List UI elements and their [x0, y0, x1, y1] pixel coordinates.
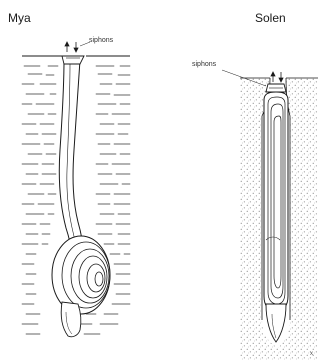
mya-title: Mya [8, 11, 31, 25]
solen-diagram [222, 70, 318, 360]
solen-siphon-arrows [271, 72, 283, 82]
mya-siphon-tube [59, 60, 84, 262]
mya-siphons-label: siphons [89, 37, 113, 44]
mya-foot [61, 302, 81, 337]
solen-title: Solen [255, 11, 286, 25]
solen-foot [266, 304, 286, 342]
corner-mark: x [310, 351, 313, 357]
mya-siphon-arrows [65, 42, 78, 52]
mya-diagram [22, 42, 130, 337]
solen-siphons-label: siphons [192, 61, 216, 68]
solen-shell [264, 92, 288, 310]
mya-shell [52, 236, 110, 314]
